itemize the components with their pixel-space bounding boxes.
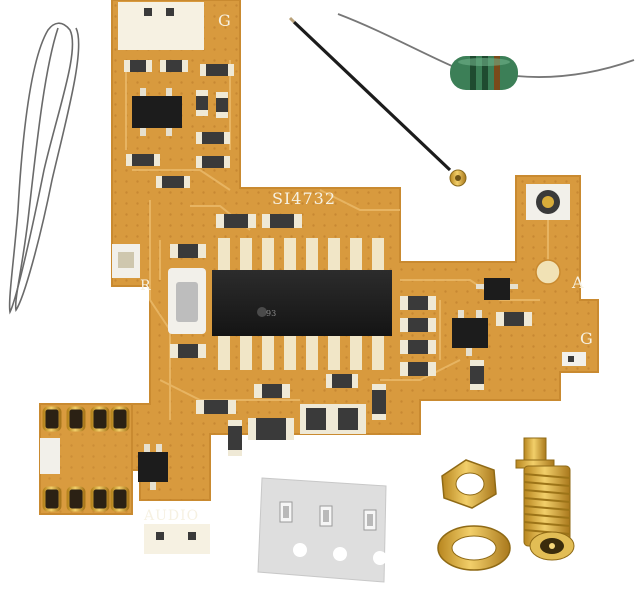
radio-module-pcb-icon: G SI4732 xyxy=(39,0,599,554)
chip-label: SI4732 xyxy=(272,189,336,208)
ic-marking: 93 xyxy=(266,309,276,318)
top-ground-pad xyxy=(118,2,204,50)
antenna-label: A xyxy=(571,273,584,292)
audio-transistor xyxy=(138,452,168,482)
lock-washer-icon xyxy=(437,525,511,571)
right-transistor xyxy=(452,318,488,348)
coax-cable-icon xyxy=(288,16,467,187)
top-ic-chip xyxy=(132,96,182,128)
ground-label-top: G xyxy=(218,11,231,30)
ufl-connector xyxy=(526,184,570,220)
small-transistor xyxy=(484,278,510,300)
capacitor-tape-icon xyxy=(257,477,387,583)
wire-loop-icon xyxy=(8,22,80,315)
inductor-icon xyxy=(337,13,635,90)
smd-components-middle xyxy=(170,214,532,456)
main-ic-si4732: 93 xyxy=(212,238,392,370)
ground-label-right: G xyxy=(580,329,593,348)
hex-nut-icon xyxy=(441,459,497,509)
audio-label: AUDIO xyxy=(143,508,199,524)
smd-components-top xyxy=(124,60,234,188)
sma-connector-icon xyxy=(515,437,575,561)
audio-pad xyxy=(144,524,210,554)
antenna-pad xyxy=(535,259,561,285)
reset-label: R xyxy=(140,278,151,294)
